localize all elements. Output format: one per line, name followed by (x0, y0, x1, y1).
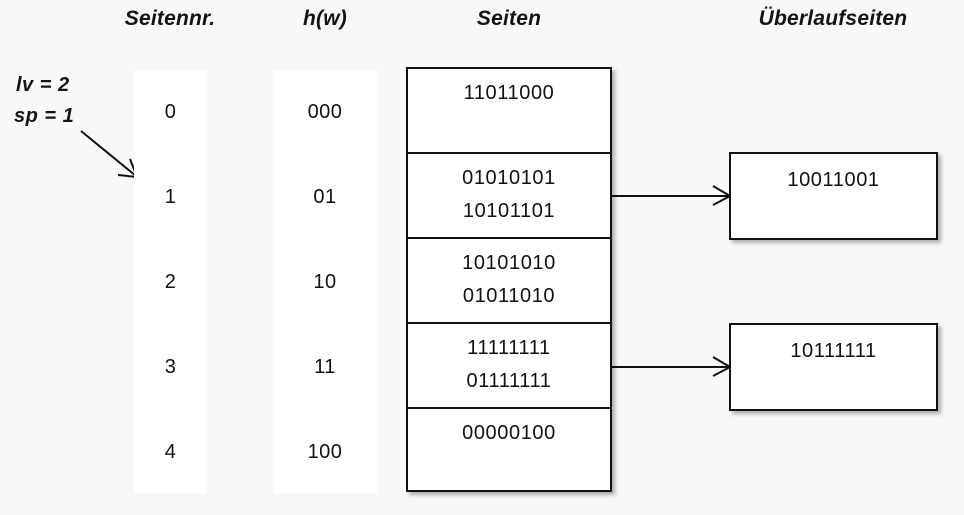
column-strip-hw (273, 70, 377, 493)
hw-value-1: 01 (313, 186, 337, 208)
seiten-cell-line: 11011000 (463, 82, 555, 104)
seiten-row-4: 00000100 (408, 409, 610, 490)
hw-value-4: 100 (307, 441, 343, 463)
seiten-row-1: 01010101 10101101 (408, 154, 610, 239)
column-header-seiten: Seiten (476, 7, 542, 30)
hw-value-0: 000 (307, 101, 343, 123)
seitennr-value-0: 0 (164, 101, 177, 123)
seiten-cell-line: 11111111 (467, 337, 551, 359)
seiten-cell-line: 00000100 (462, 422, 556, 444)
column-header-seitennr: Seitennr. (124, 7, 216, 30)
seiten-cell-line: 10101101 (462, 200, 556, 222)
seiten-row-3: 11111111 01111111 (408, 324, 610, 409)
seiten-cell-line: 01010101 (462, 167, 556, 189)
hw-value-2: 10 (313, 271, 337, 293)
seiten-table: 11011000 01010101 10101101 10101010 0101… (406, 67, 612, 492)
arrow-right-icon (612, 356, 731, 377)
seitennr-value-1: 1 (164, 186, 177, 208)
seiten-cell-line: 10101010 (462, 252, 556, 274)
overflow-page-box-2: 10111111 (729, 323, 938, 411)
seiten-row-2: 10101010 01011010 (408, 239, 610, 324)
column-header-hw: h(w) (303, 7, 347, 30)
column-header-ueberlaufseiten: Überlaufseiten (758, 7, 908, 30)
overflow-page-value: 10011001 (787, 169, 880, 191)
seiten-cell-line: 01011010 (462, 285, 556, 307)
parameter-sp: sp = 1 (14, 105, 75, 127)
parameter-lv: lv = 2 (16, 74, 70, 96)
seitennr-value-4: 4 (164, 441, 177, 463)
hw-value-3: 11 (314, 356, 336, 378)
seiten-cell-line: 01111111 (466, 370, 552, 392)
overflow-page-value: 10111111 (790, 340, 877, 362)
seitennr-value-2: 2 (164, 271, 177, 293)
seiten-row-0: 11011000 (408, 69, 610, 154)
arrow-right-icon (612, 185, 731, 206)
column-strip-seitennr (134, 70, 207, 493)
overflow-page-box-1: 10011001 (729, 152, 938, 240)
seitennr-value-3: 3 (164, 356, 177, 378)
